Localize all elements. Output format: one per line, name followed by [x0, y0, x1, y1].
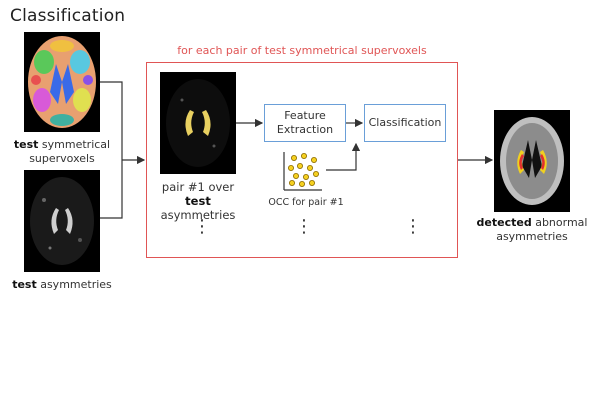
classification-box: Classification — [364, 104, 446, 142]
supervoxels-caption: test symmetrical supervoxels — [6, 138, 118, 166]
asymmetries-brain-image — [24, 170, 100, 272]
caption-text: asymmetries — [36, 278, 112, 291]
caption-text: pair #1 over — [161, 180, 235, 194]
caption-text: abnormal — [531, 216, 588, 229]
caption-bold: test — [13, 138, 39, 151]
caption-bold: test — [12, 278, 37, 291]
block-label-2: Extraction — [276, 123, 334, 136]
supervoxels-brain-image — [24, 32, 100, 132]
occ-label: OCC for pair #1 — [268, 197, 344, 208]
block-label: Feature — [284, 109, 326, 122]
output-caption: detected abnormal asymmetries — [470, 216, 594, 244]
loop-box — [146, 62, 458, 258]
caption-text: symmetrical — [38, 138, 111, 151]
page-title: Classification — [10, 6, 126, 26]
caption-text-2: asymmetries — [160, 208, 236, 222]
pair-brain-image — [160, 72, 236, 174]
pair-caption: pair #1 over test asymmetries — [146, 180, 250, 222]
caption-text-2: supervoxels — [29, 152, 95, 165]
output-brain-image — [494, 110, 570, 212]
loop-label: for each pair of test symmetrical superv… — [177, 44, 427, 57]
block-label: Classification — [368, 116, 442, 129]
asymmetries-caption: test asymmetries — [6, 278, 118, 292]
caption-bold: test — [185, 194, 211, 208]
caption-text-2: asymmetries — [496, 230, 568, 243]
occ-plot — [282, 150, 324, 192]
caption-bold: detected — [476, 216, 532, 229]
